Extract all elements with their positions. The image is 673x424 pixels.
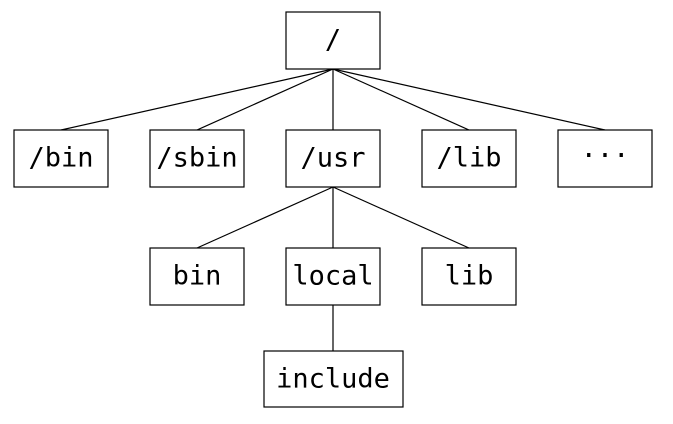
node-bin: /bin bbox=[13, 129, 109, 188]
edge-root-lib bbox=[332, 68, 470, 131]
node-usr-bin-label: bin bbox=[173, 261, 222, 292]
root-edges bbox=[60, 68, 606, 131]
node-root: / bbox=[285, 11, 381, 70]
node-usr: /usr bbox=[285, 129, 381, 188]
edge-usr-lib bbox=[332, 186, 470, 249]
node-more: ··· bbox=[557, 129, 653, 188]
node-usr-bin: bin bbox=[149, 247, 245, 306]
edge-root-sbin bbox=[196, 68, 334, 131]
node-sbin-label: /sbin bbox=[156, 143, 237, 174]
node-more-label: ··· bbox=[581, 141, 630, 172]
node-root-label: / bbox=[325, 25, 341, 56]
node-usr-local: local bbox=[285, 247, 381, 306]
node-sbin: /sbin bbox=[149, 129, 245, 188]
edge-root-bin bbox=[60, 68, 334, 131]
node-usr-lib: lib bbox=[421, 247, 517, 306]
node-lib-label: /lib bbox=[436, 143, 501, 174]
node-include-label: include bbox=[276, 364, 390, 395]
node-usr-local-label: local bbox=[292, 261, 373, 292]
node-bin-label: /bin bbox=[28, 143, 93, 174]
node-lib: /lib bbox=[421, 129, 517, 188]
edge-usr-bin bbox=[196, 186, 334, 249]
node-include: include bbox=[263, 350, 404, 408]
node-usr-label: /usr bbox=[300, 143, 365, 174]
edge-root-more bbox=[332, 68, 606, 131]
node-usr-lib-label: lib bbox=[445, 261, 494, 292]
usr-edges bbox=[196, 186, 470, 249]
